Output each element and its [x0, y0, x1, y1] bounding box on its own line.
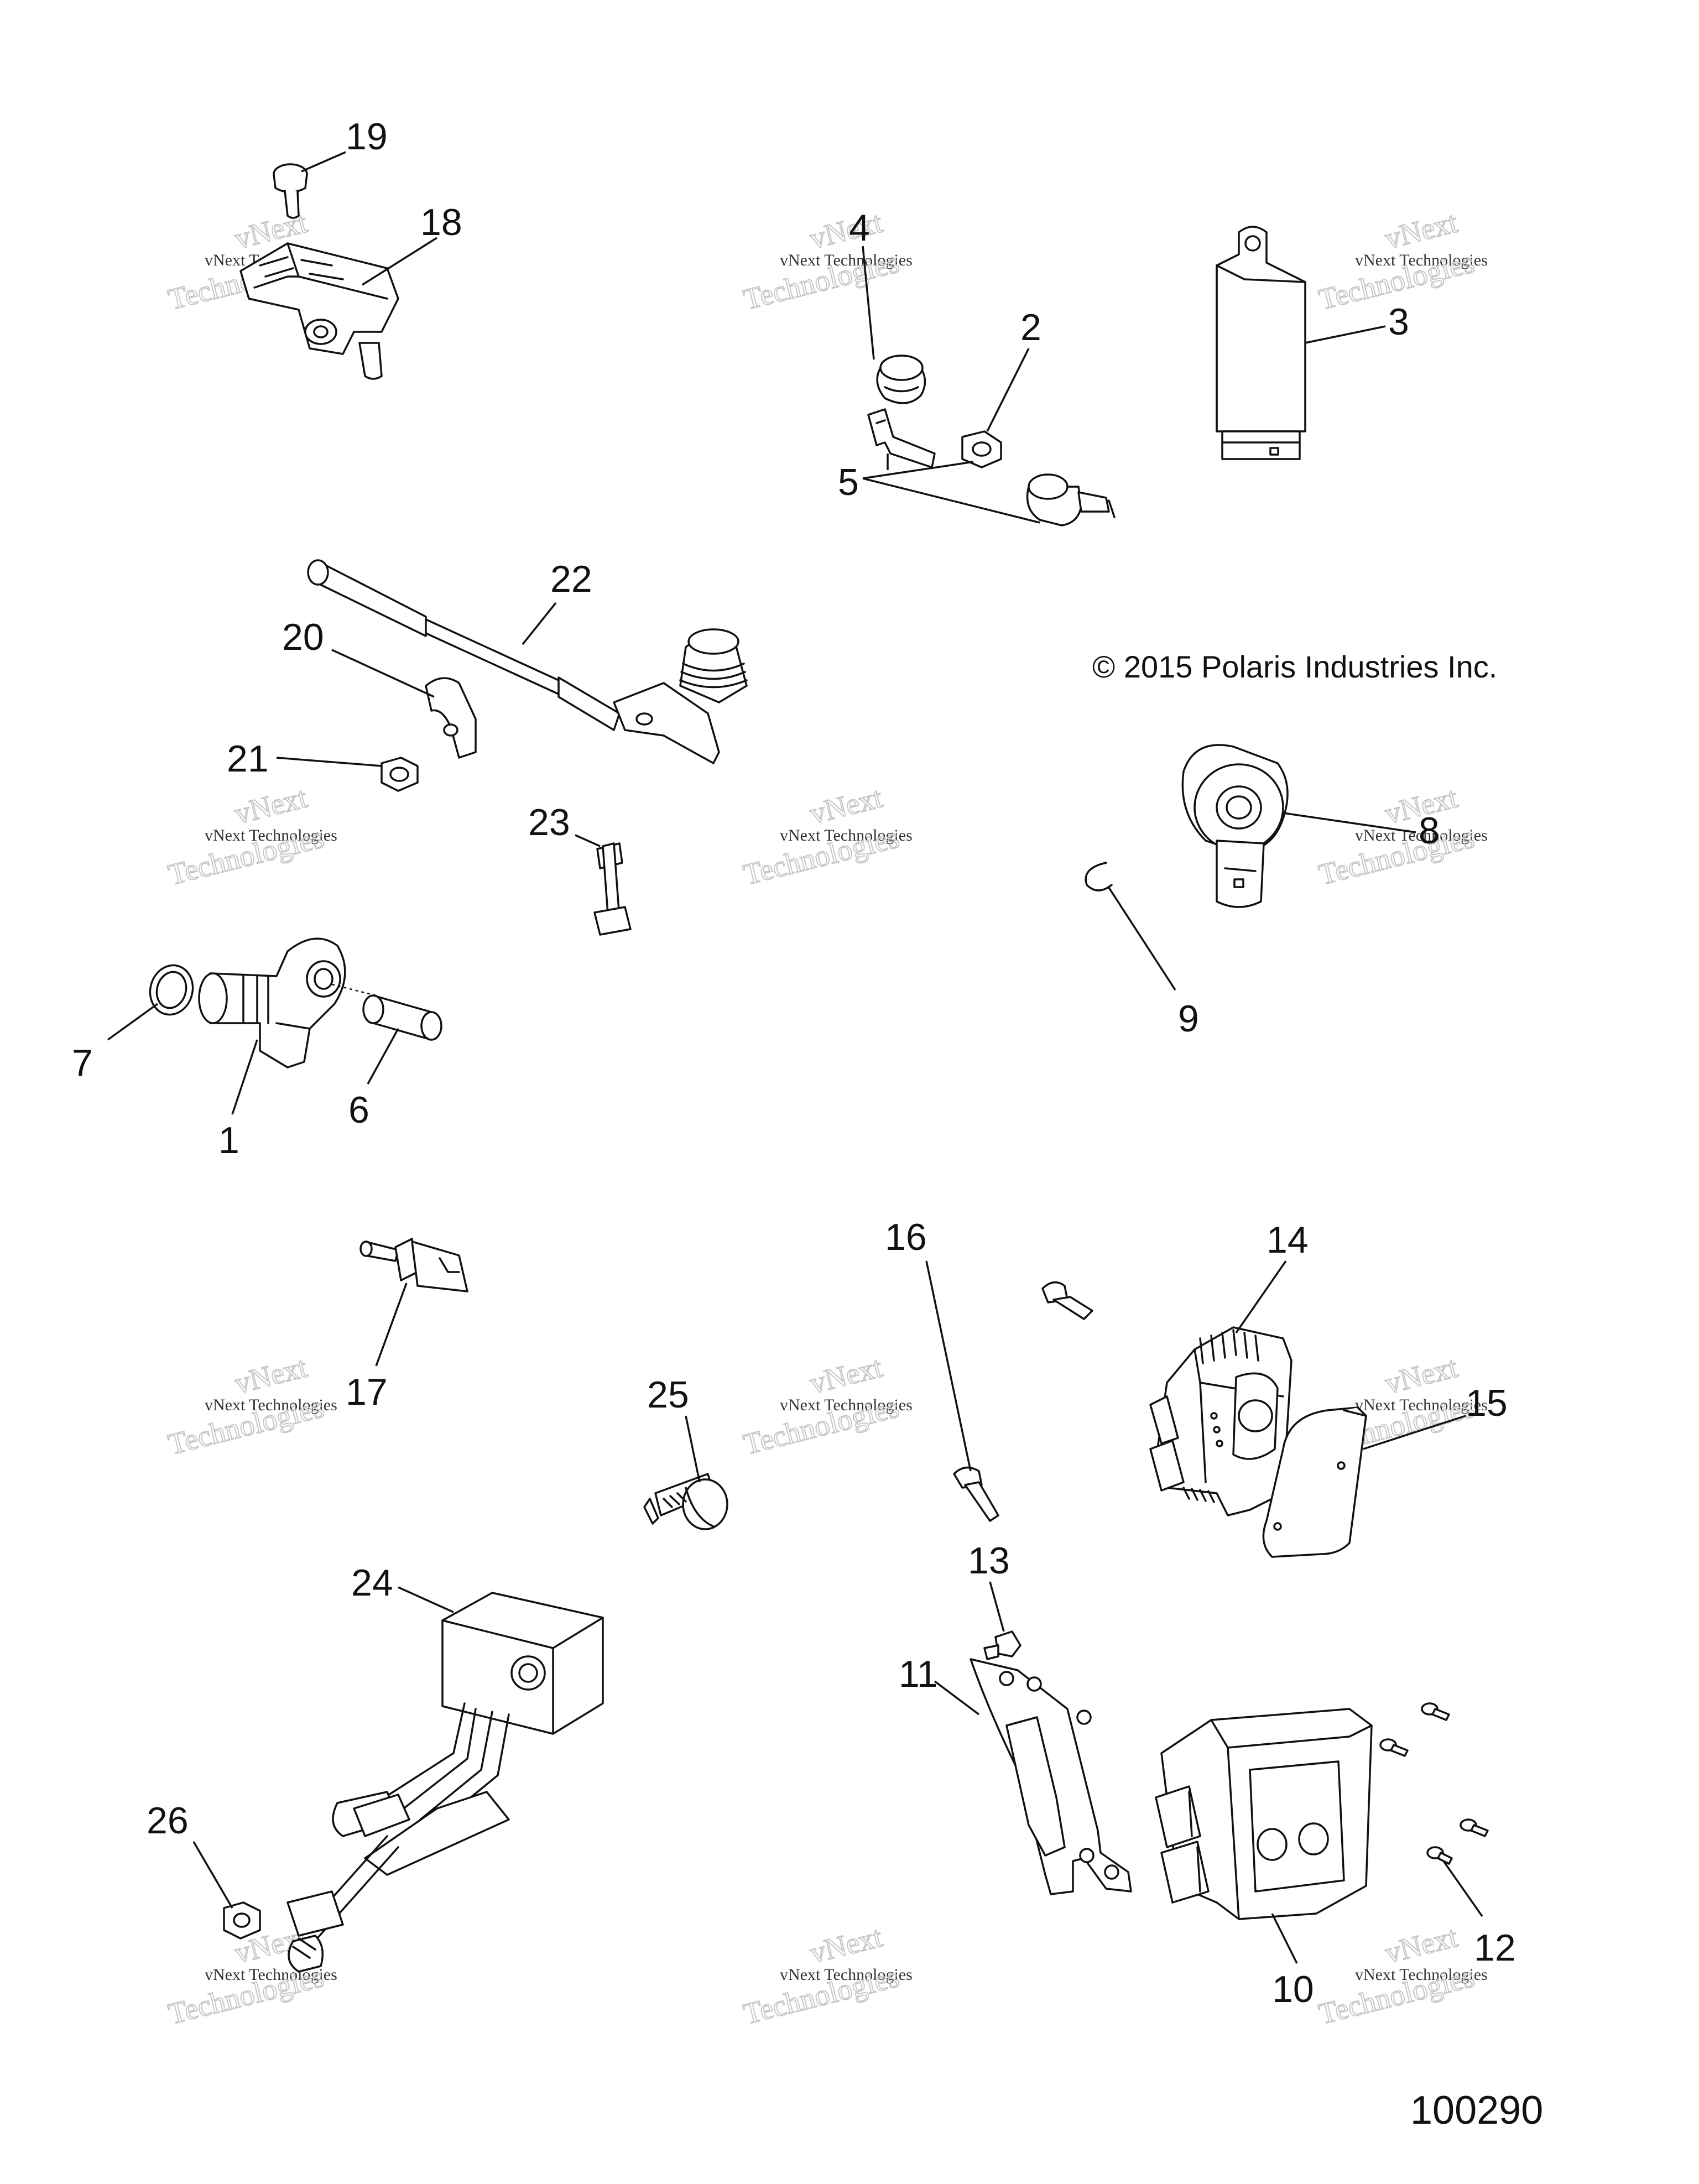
part-12-screw [1379, 1738, 1409, 1757]
svg-text:vNext: vNext [1382, 1920, 1461, 1969]
part-4-cap [862, 246, 926, 404]
svg-text:vNext Technologies: vNext Technologies [1355, 826, 1488, 845]
part-20-clip [331, 649, 477, 759]
part-5-clip [867, 408, 936, 468]
part-7-o-ring [107, 964, 194, 1041]
svg-text:vNext Technologies: vNext Technologies [205, 1966, 337, 1984]
svg-text:vNext: vNext [806, 780, 885, 830]
document-number: 100290 [1410, 2088, 1543, 2133]
callout-24: 24 [351, 1562, 393, 1604]
part-26-nut [192, 1841, 261, 1940]
callout-1: 1 [218, 1119, 239, 1161]
callout-12: 12 [1474, 1927, 1516, 1969]
watermark: vNext vNext Technologies Technologies [164, 780, 337, 892]
callout-13: 13 [968, 1540, 1010, 1582]
watermark: vNext vNext Technologies Technologies [739, 780, 913, 892]
part-16-screw [925, 1260, 999, 1522]
callout-26: 26 [147, 1800, 189, 1842]
part-12-leader [1442, 1860, 1483, 1917]
callout-14: 14 [1267, 1219, 1309, 1261]
copyright-notice: © 2015 Polaris Industries Inc. [1092, 649, 1497, 684]
svg-text:vNext Technologies: vNext Technologies [780, 1966, 913, 1984]
part-2-nut [961, 348, 1030, 468]
callout-5: 5 [838, 461, 859, 503]
part-18-map-sensor [239, 237, 437, 380]
part-14-housing [1149, 1260, 1293, 1516]
callout-22: 22 [550, 558, 592, 600]
part-25-bolt [643, 1415, 728, 1530]
part-10-ecu [1155, 1708, 1373, 1964]
part-1-cam-sensor [198, 937, 346, 1115]
svg-text:vNext Technologies: vNext Technologies [780, 826, 913, 845]
svg-text:vNext Technologies: vNext Technologies [1355, 251, 1488, 269]
part-21-nut [276, 757, 419, 792]
callout-4: 4 [849, 207, 870, 249]
part-13-screw [983, 1581, 1022, 1660]
watermark: vNext vNext Technologies Technologies [739, 205, 913, 316]
callout-17: 17 [346, 1371, 388, 1413]
svg-text:vNext Technologies: vNext Technologies [1355, 1966, 1488, 1984]
part-12-screw [1426, 1846, 1453, 1865]
svg-text:vNext: vNext [231, 1350, 310, 1400]
callout-6: 6 [348, 1089, 369, 1131]
svg-text:vNext: vNext [806, 1350, 885, 1400]
callout-16: 16 [885, 1216, 927, 1258]
part-11-bracket [934, 1658, 1132, 1895]
callout-2: 2 [1020, 306, 1041, 348]
svg-text:vNext: vNext [806, 1920, 885, 1969]
part-24-module [286, 1586, 604, 1973]
svg-text:vNext Technologies: vNext Technologies [780, 1396, 913, 1414]
part-6-bushing [331, 983, 442, 1085]
part-12-screw [1460, 1818, 1489, 1837]
part-9-e-clip [1085, 862, 1176, 991]
svg-text:vNext Technologies: vNext Technologies [205, 1396, 337, 1414]
callout-labels: 19 18 4 2 3 5 22 20 21 23 8 9 7 1 6 16 1… [72, 116, 1516, 2010]
watermark: vNext vNext Technologies Technologies [1315, 780, 1488, 892]
part-5-switch [1026, 473, 1116, 527]
svg-text:vNext: vNext [806, 205, 885, 255]
part-5-leaders [862, 454, 1040, 524]
callout-20: 20 [282, 616, 324, 658]
part-22-speed-sensor [307, 559, 748, 764]
watermark: vNext vNext Technologies Technologies [739, 1919, 913, 2031]
part-19-bolt [273, 151, 346, 219]
callout-23: 23 [528, 801, 570, 843]
callout-3: 3 [1388, 301, 1409, 343]
callout-9: 9 [1178, 998, 1199, 1040]
part-8-knock-sensor [1181, 744, 1416, 908]
part-16-screw [1041, 1281, 1093, 1320]
watermark: vNext vNext Technologies Technologies [1315, 205, 1487, 316]
callout-10: 10 [1272, 1968, 1314, 2010]
part-15-gasket [1262, 1406, 1466, 1558]
svg-text:vNext Technologies: vNext Technologies [1355, 1396, 1488, 1414]
watermark: vNext vNext Technologies Technologies [164, 1349, 337, 1461]
callout-18: 18 [420, 201, 462, 243]
callout-15: 15 [1466, 1382, 1508, 1424]
callout-8: 8 [1419, 810, 1440, 852]
part-23-bolt [575, 834, 632, 936]
callout-11: 11 [899, 1653, 938, 1695]
watermark: vNext vNext Technologies Technologies [1315, 1919, 1488, 2031]
callout-19: 19 [346, 116, 388, 158]
watermark: vNext vNext Technologies Technologies [739, 1349, 913, 1461]
callout-21: 21 [227, 738, 269, 780]
part-12-screw [1421, 1702, 1450, 1721]
part-17-temp-sensor [359, 1238, 468, 1367]
callout-25: 25 [647, 1374, 689, 1416]
svg-text:vNext: vNext [231, 780, 310, 830]
svg-text:vNext: vNext [1382, 205, 1461, 255]
svg-text:vNext Technologies: vNext Technologies [780, 251, 913, 269]
svg-text:vNext: vNext [1382, 1350, 1461, 1400]
callout-7: 7 [72, 1042, 93, 1084]
svg-text:vNext Technologies: vNext Technologies [205, 826, 337, 845]
part-3-relay [1216, 226, 1386, 460]
